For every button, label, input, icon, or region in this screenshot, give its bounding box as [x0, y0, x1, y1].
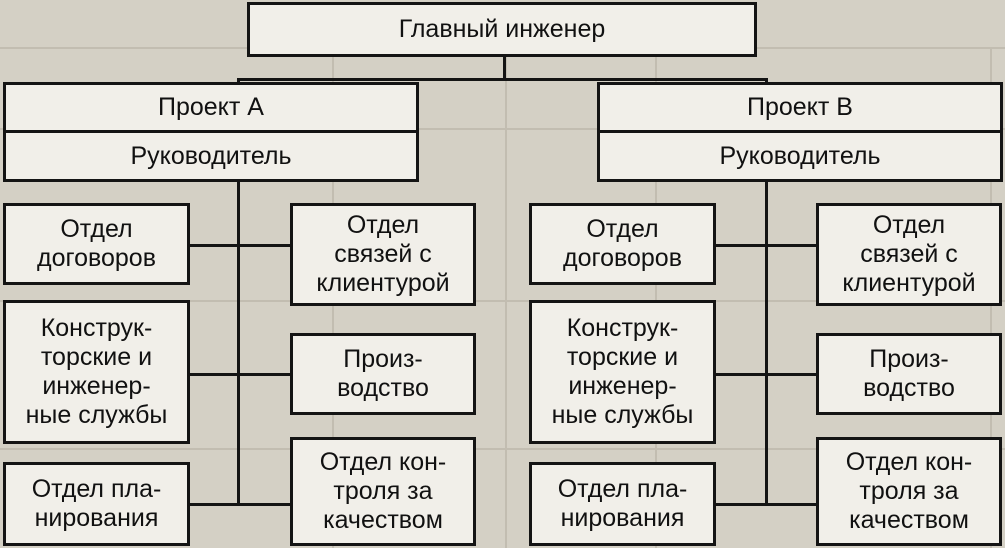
connector-a-row2 [190, 373, 290, 376]
project-a-production-dept: Произ- водство [290, 333, 476, 415]
project-b-engineering-dept: Конструк- торские и инженер- ные службы [529, 300, 716, 444]
dept-label-line: связей с [334, 240, 432, 268]
connector-chief-down [503, 55, 506, 80]
connector-a-row3 [190, 503, 290, 506]
project-b-manager: Руководитель [719, 141, 881, 170]
dept-label-line: нирования [34, 504, 159, 532]
dept-label-line: Конструк- [566, 314, 679, 342]
dept-label-line: Отдел [60, 215, 133, 243]
dept-label-line: Отдел пла- [31, 475, 162, 503]
dept-label-line: качеством [323, 506, 443, 534]
chief-engineer-box: Главный инженер [247, 2, 757, 57]
dept-label-line: Отдел кон- [319, 448, 447, 476]
chief-engineer-title: Главный инженер [398, 15, 606, 43]
dept-label-line: Произ- [343, 345, 423, 373]
dept-label-line: ные службы [25, 401, 168, 429]
project-b-contracts-dept: Отдел договоров [529, 203, 716, 285]
connector-b-row2 [716, 373, 816, 376]
dept-label-line: инженер- [42, 372, 151, 400]
dept-label-line: клиентурой [842, 269, 976, 297]
connector-b-row3 [716, 503, 816, 506]
dept-label-line: Произ- [869, 345, 949, 373]
dept-label-line: качеством [849, 506, 969, 534]
project-a-manager-box: Руководитель [3, 130, 419, 182]
dept-label-line: ные службы [551, 401, 694, 429]
dept-label-line: Отдел [586, 215, 659, 243]
dept-label-line: инженер- [568, 372, 677, 400]
connector-a-row1 [190, 244, 290, 247]
project-b-client-relations-dept: Отдел связей с клиентурой [816, 203, 1002, 306]
project-a-title: Проект А [158, 93, 264, 121]
dept-label-line: троля за [333, 477, 433, 505]
project-b-production-dept: Произ- водство [816, 333, 1002, 415]
dept-label-line: договоров [563, 244, 682, 272]
project-a-client-relations-dept: Отдел связей с клиентурой [290, 203, 476, 306]
dept-label-line: нирования [560, 504, 685, 532]
project-a-manager: Руководитель [130, 141, 292, 170]
project-a-contracts-dept: Отдел договоров [3, 203, 190, 285]
connector-projects-horizontal [237, 78, 767, 81]
connector-project-a-up [237, 78, 240, 83]
dept-label-line: торские и [566, 343, 679, 371]
dept-label-line: водство [863, 374, 955, 402]
project-b-title: Проект В [747, 93, 853, 121]
connector-b-row1 [716, 244, 816, 247]
project-b-manager-box: Руководитель [597, 130, 1003, 182]
dept-label-line: связей с [860, 240, 958, 268]
dept-label-line: Конструк- [40, 314, 153, 342]
project-a-quality-control-dept: Отдел кон- троля за качеством [290, 437, 476, 546]
dept-label-line: Отдел [346, 211, 420, 239]
project-b-quality-control-dept: Отдел кон- троля за качеством [816, 437, 1002, 546]
dept-label-line: водство [337, 374, 429, 402]
dept-label-line: Отдел [872, 211, 946, 239]
project-a-engineering-dept: Конструк- торские и инженер- ные службы [3, 300, 190, 444]
dept-label-line: Отдел пла- [557, 475, 688, 503]
project-a-box: Проект А [3, 82, 419, 133]
connector-b-trunk [765, 181, 768, 506]
dept-label-line: троля за [859, 477, 959, 505]
dept-label-line: торские и [40, 343, 153, 371]
connector-a-trunk [237, 181, 240, 506]
dept-label-line: Отдел кон- [845, 448, 973, 476]
dept-label-line: клиентурой [316, 269, 450, 297]
project-a-planning-dept: Отдел пла- нирования [3, 462, 190, 546]
connector-project-b-up [765, 78, 768, 83]
dept-label-line: договоров [37, 244, 156, 272]
project-b-planning-dept: Отдел пла- нирования [529, 462, 716, 546]
project-b-box: Проект В [597, 82, 1003, 133]
